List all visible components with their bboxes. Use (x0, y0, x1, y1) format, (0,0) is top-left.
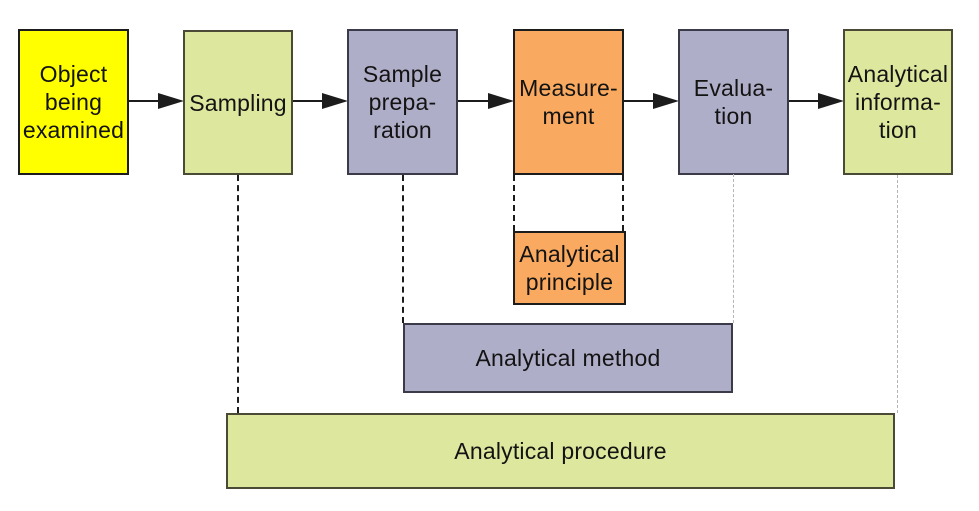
box-measurement: Measure- ment (513, 29, 624, 175)
box-sample-preparation: Sample prepa- ration (347, 29, 458, 175)
flow-arrow-evaluation-to-information (789, 93, 844, 110)
arrow-shaft (458, 100, 501, 102)
connector-information-to-procedure (897, 175, 898, 413)
box-analytical-information-label: Analytical informa- tion (847, 61, 949, 143)
connector-measurement-left-to-principle (513, 175, 515, 231)
box-analytical-procedure: Analytical procedure (226, 413, 895, 489)
arrowhead-right-icon (158, 93, 184, 109)
box-evaluation: Evalua- tion (678, 29, 789, 175)
connector-measurement-right-to-principle (622, 175, 624, 231)
arrow-shaft (789, 100, 831, 102)
connector-evaluation-to-method (733, 174, 734, 323)
flow-arrow-object-to-sampling (129, 93, 184, 110)
flow-arrow-preparation-to-measurement (458, 93, 514, 110)
arrowhead-right-icon (322, 93, 348, 109)
box-object-being-examined: Object being examined (18, 29, 129, 175)
flow-arrow-sampling-to-preparation (293, 93, 348, 110)
box-measurement-label: Measure- ment (519, 75, 618, 129)
arrow-shaft (293, 100, 335, 102)
arrow-shaft (129, 100, 171, 102)
arrowhead-right-icon (653, 93, 679, 109)
connector-sampling-to-procedure (237, 175, 239, 413)
box-sample-preparation-label: Sample prepa- ration (362, 61, 443, 143)
flow-arrow-measurement-to-evaluation (624, 93, 679, 110)
arrow-shaft (624, 100, 666, 102)
box-analytical-principle: Analytical principle (513, 231, 626, 305)
box-analytical-principle-label: Analytical principle (519, 241, 620, 295)
connector-preparation-to-method (402, 175, 404, 323)
arrowhead-right-icon (818, 93, 844, 109)
box-object-label: Object being examined (22, 61, 125, 143)
box-sampling-label: Sampling (189, 89, 287, 116)
box-analytical-method: Analytical method (403, 323, 733, 393)
box-sampling: Sampling (183, 30, 293, 175)
box-analytical-method-label: Analytical method (475, 345, 661, 371)
box-analytical-information: Analytical informa- tion (843, 29, 953, 175)
arrowhead-right-icon (488, 93, 514, 109)
box-evaluation-label: Evalua- tion (693, 75, 774, 129)
box-analytical-procedure-label: Analytical procedure (454, 438, 667, 464)
